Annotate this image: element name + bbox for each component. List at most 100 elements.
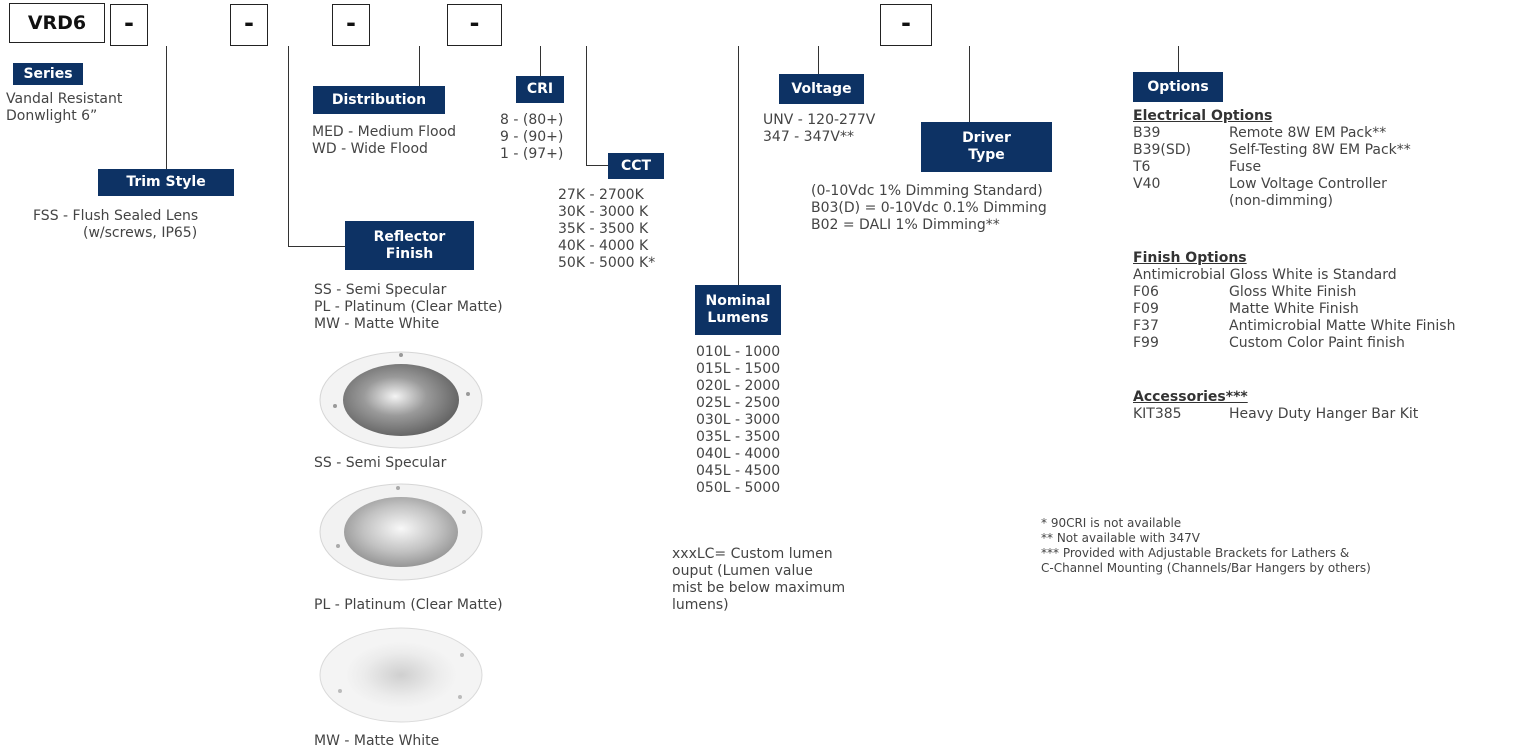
lumens-line: 025L - 2500 bbox=[696, 395, 781, 411]
lumens-line: 020L - 2000 bbox=[696, 378, 781, 394]
custom-lumen-line: xxxLC= Custom lumen bbox=[672, 546, 833, 562]
cri-line: 9 - (90+) bbox=[500, 129, 564, 145]
footnote: *** Provided with Adjustable Brackets fo… bbox=[1041, 546, 1350, 560]
option-desc: (non-dimming) bbox=[1229, 193, 1333, 209]
electrical-option-row: B39(SD) Self-Testing 8W EM Pack** bbox=[1133, 142, 1411, 159]
custom-lumen-line: ouput (Lumen value bbox=[672, 563, 813, 579]
reflector-connector-vertical bbox=[288, 46, 289, 247]
footnote: ** Not available with 347V bbox=[1041, 531, 1201, 545]
voltage-line: 347 - 347V** bbox=[763, 129, 854, 145]
cct-connector-vertical bbox=[586, 46, 587, 166]
lumens-line: 050L - 5000 bbox=[696, 480, 781, 496]
finish-option-row: F09 Matte White Finish bbox=[1133, 301, 1455, 318]
option-desc: Remote 8W EM Pack** bbox=[1229, 125, 1387, 141]
cct-line: 30K - 3000 K bbox=[558, 204, 649, 220]
accessory-row: KIT385 Heavy Duty Hanger Bar Kit bbox=[1133, 406, 1418, 423]
driver-line: B02 = DALI 1% Dimming** bbox=[811, 217, 1000, 233]
finish-option-row: F37 Antimicrobial Matte White Finish bbox=[1133, 318, 1455, 335]
custom-lumen-note: xxxLC= Custom lumen ouput (Lumen value m… bbox=[672, 546, 845, 614]
option-code: V40 bbox=[1133, 176, 1161, 192]
cct-label: CCT bbox=[608, 153, 664, 179]
options-connector bbox=[1178, 46, 1179, 72]
option-code: F37 bbox=[1133, 318, 1159, 334]
option-code: T6 bbox=[1133, 159, 1151, 175]
lumens-connector bbox=[738, 46, 739, 285]
series-line: Donwlight 6” bbox=[6, 108, 98, 124]
cri-label: CRI bbox=[516, 76, 564, 103]
option-code: F06 bbox=[1133, 284, 1159, 300]
lumens-line: 035L - 3500 bbox=[696, 429, 781, 445]
option-code: F99 bbox=[1133, 335, 1159, 351]
option-desc: Matte White Finish bbox=[1229, 301, 1359, 317]
reflector-line: SS - Semi Specular bbox=[314, 282, 447, 298]
series-label: Series bbox=[13, 63, 83, 85]
option-desc: Antimicrobial Matte White Finish bbox=[1229, 318, 1456, 334]
reflector-line: PL - Platinum (Clear Matte) bbox=[314, 299, 503, 315]
voltage-line: UNV - 120-277V bbox=[763, 112, 876, 128]
electrical-option-row: (non-dimming) bbox=[1133, 193, 1411, 210]
distribution-connector bbox=[419, 46, 420, 87]
cri-connector bbox=[540, 46, 541, 76]
distribution-line: MED - Medium Flood bbox=[312, 124, 457, 140]
voltage-description: UNV - 120-277V 347 - 347V** bbox=[763, 112, 875, 146]
cct-line: 50K - 5000 K* bbox=[558, 255, 656, 271]
lumens-line: 015L - 1500 bbox=[696, 361, 781, 377]
driver-type-description: (0-10Vdc 1% Dimming Standard) B03(D) = 0… bbox=[811, 183, 1047, 234]
finish-option-row: F99 Custom Color Paint finish bbox=[1133, 335, 1455, 352]
nominal-lumens-description: 010L - 1000 015L - 1500 020L - 2000 025L… bbox=[696, 344, 780, 497]
lumens-line: 030L - 3000 bbox=[696, 412, 781, 428]
lumens-line: 040L - 4000 bbox=[696, 446, 781, 462]
trim-style-label: Trim Style bbox=[98, 169, 234, 196]
driver-line: B03(D) = 0-10Vdc 0.1% Dimming bbox=[811, 200, 1047, 216]
trim-style-description: FSS - Flush Sealed Lens (w/screws, IP65) bbox=[33, 208, 198, 242]
reflector-platinum-image bbox=[319, 483, 483, 581]
option-code: B39(SD) bbox=[1133, 142, 1192, 158]
footnotes: * 90CRI is not available ** Not availabl… bbox=[1041, 516, 1371, 576]
cri-description: 8 - (80+) 9 - (90+) 1 - (97+) bbox=[500, 112, 563, 163]
option-code bbox=[1133, 193, 1229, 210]
electrical-options-title: Electrical Options bbox=[1133, 108, 1273, 124]
custom-lumen-line: mist be below maximum bbox=[672, 580, 846, 596]
reflector-caption: SS - Semi Specular bbox=[314, 455, 447, 471]
reflector-semi-specular-image bbox=[319, 351, 483, 449]
cri-line: 1 - (97+) bbox=[500, 146, 564, 162]
custom-lumen-line: lumens) bbox=[672, 597, 729, 613]
distribution-line: WD - Wide Flood bbox=[312, 141, 428, 157]
finish-options: Finish Options Antimicrobial Gloss White… bbox=[1133, 250, 1455, 352]
option-desc: Fuse bbox=[1229, 159, 1262, 175]
footnote: C-Channel Mounting (Channels/Bar Hangers… bbox=[1041, 561, 1371, 575]
option-code: KIT385 bbox=[1133, 406, 1182, 422]
voltage-connector bbox=[818, 46, 819, 74]
option-code: F09 bbox=[1133, 301, 1159, 317]
series-description: Vandal Resistant Donwlight 6” bbox=[6, 91, 122, 125]
reflector-caption: MW - Matte White bbox=[314, 733, 440, 749]
footnote: * 90CRI is not available bbox=[1041, 516, 1182, 530]
electrical-option-row: B39 Remote 8W EM Pack** bbox=[1133, 125, 1411, 142]
cct-line: 27K - 2700K bbox=[558, 187, 644, 203]
distribution-label: Distribution bbox=[313, 86, 445, 114]
voltage-label: Voltage bbox=[779, 74, 864, 104]
driver-field-box: - bbox=[880, 4, 932, 46]
option-code: B39 bbox=[1133, 125, 1161, 141]
reflector-finish-label: Reflector Finish bbox=[345, 221, 474, 270]
option-desc: Self-Testing 8W EM Pack** bbox=[1229, 142, 1411, 158]
reflector-caption: PL - Platinum (Clear Matte) bbox=[314, 597, 503, 613]
reflector-matte-white-image bbox=[319, 627, 483, 723]
cct-line: 40K - 4000 K bbox=[558, 238, 649, 254]
trim-style-line: FSS - Flush Sealed Lens bbox=[33, 208, 199, 224]
series-code-box: VRD6 bbox=[9, 3, 105, 43]
driver-type-label: Driver Type bbox=[921, 122, 1052, 172]
accessories-title: Accessories*** bbox=[1133, 389, 1248, 405]
finish-standard-note: Antimicrobial Gloss White is Standard bbox=[1133, 267, 1397, 283]
electrical-option-row: T6 Fuse bbox=[1133, 159, 1411, 176]
series-line: Vandal Resistant bbox=[6, 91, 123, 107]
options-label: Options bbox=[1133, 72, 1223, 102]
option-desc: Gloss White Finish bbox=[1229, 284, 1357, 300]
cct-description: 27K - 2700K 30K - 3000 K 35K - 3500 K 40… bbox=[558, 187, 655, 272]
cri-line: 8 - (80+) bbox=[500, 112, 564, 128]
reflector-connector-horizontal bbox=[288, 246, 345, 247]
driver-connector bbox=[969, 46, 970, 122]
reflector-line: MW - Matte White bbox=[314, 316, 440, 332]
finish-option-row: F06 Gloss White Finish bbox=[1133, 284, 1455, 301]
reflector-finish-description: SS - Semi Specular PL - Platinum (Clear … bbox=[314, 282, 503, 333]
